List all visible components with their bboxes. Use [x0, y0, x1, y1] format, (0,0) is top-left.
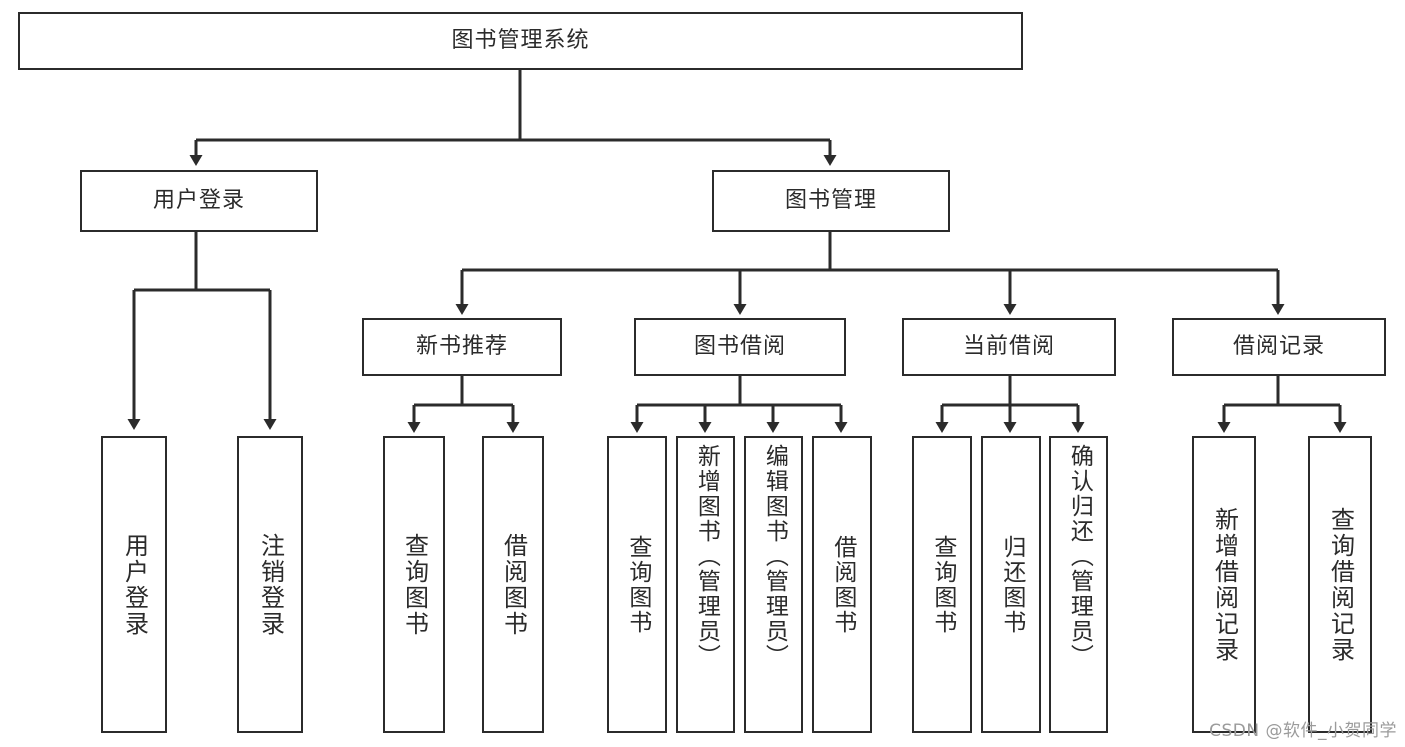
node-label: 查询借阅记录 — [1326, 506, 1355, 663]
node-label: 图书管理 — [784, 188, 877, 214]
node-leaf-user-login[interactable]: 用户登录 — [101, 436, 167, 733]
node-label: 新书推荐 — [415, 334, 508, 360]
node-label: 借阅图书 — [499, 532, 528, 637]
node-leaf-borrow-book-1[interactable]: 借阅图书 — [482, 436, 544, 733]
node-root-system[interactable]: 图书管理系统 — [18, 12, 1023, 70]
node-book-borrow[interactable]: 图书借阅 — [634, 318, 846, 376]
node-leaf-logout[interactable]: 注销登录 — [237, 436, 303, 733]
node-borrow-record[interactable]: 借阅记录 — [1172, 318, 1386, 376]
node-label: 查询图书 — [929, 534, 956, 635]
node-leaf-query-book-3[interactable]: 查询图书 — [912, 436, 972, 733]
node-label: 确认归还（管理员） — [1066, 444, 1093, 669]
node-leaf-confirm-return[interactable]: 确认归还（管理员） — [1049, 436, 1108, 733]
node-leaf-return-book[interactable]: 归还图书 — [981, 436, 1041, 733]
node-label: 图书借阅 — [693, 334, 786, 360]
node-label: 当前借阅 — [962, 334, 1055, 360]
node-label: 借阅记录 — [1232, 334, 1325, 360]
node-label: 查询图书 — [400, 532, 429, 637]
node-leaf-query-record[interactable]: 查询借阅记录 — [1308, 436, 1372, 733]
node-label: 注销登录 — [256, 532, 285, 637]
node-new-book-recommend[interactable]: 新书推荐 — [362, 318, 562, 376]
node-label: 用户登录 — [152, 188, 245, 214]
node-leaf-query-book-2[interactable]: 查询图书 — [607, 436, 667, 733]
node-book-management[interactable]: 图书管理 — [712, 170, 950, 232]
node-label: 编辑图书（管理员） — [761, 444, 788, 669]
node-current-borrow[interactable]: 当前借阅 — [902, 318, 1116, 376]
node-leaf-borrow-book-2[interactable]: 借阅图书 — [812, 436, 872, 733]
node-leaf-query-book-1[interactable]: 查询图书 — [383, 436, 445, 733]
node-label: 图书管理系统 — [451, 28, 590, 54]
node-label: 新增借阅记录 — [1210, 506, 1239, 663]
node-label: 查询图书 — [624, 534, 651, 635]
node-leaf-add-record[interactable]: 新增借阅记录 — [1192, 436, 1256, 733]
node-label: 借阅图书 — [829, 534, 856, 635]
node-user-login[interactable]: 用户登录 — [80, 170, 318, 232]
node-leaf-add-book[interactable]: 新增图书（管理员） — [676, 436, 735, 733]
node-label: 归还图书 — [998, 534, 1025, 635]
node-label: 用户登录 — [120, 532, 149, 637]
node-leaf-edit-book[interactable]: 编辑图书（管理员） — [744, 436, 803, 733]
node-label: 新增图书（管理员） — [693, 444, 720, 669]
